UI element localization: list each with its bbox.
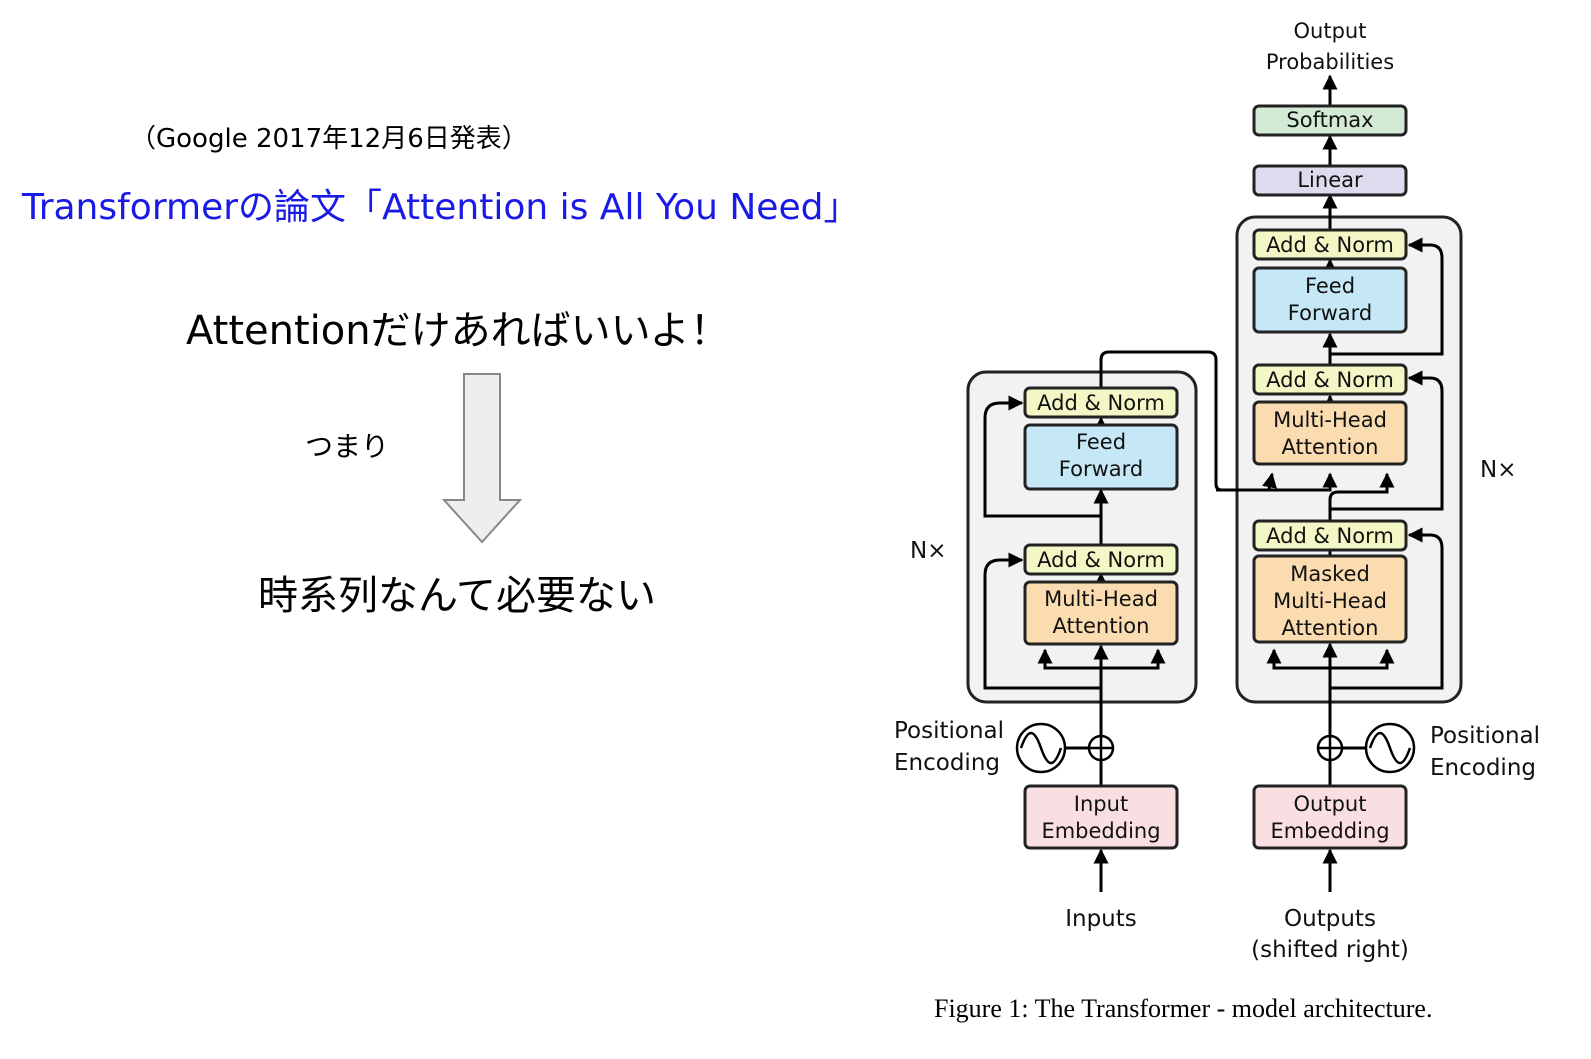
enc-multi-head	[1023, 580, 1179, 646]
inputs-label: Inputs	[1065, 906, 1137, 932]
softmax-label: Softmax	[1286, 108, 1373, 132]
multi-head-label: Multi-Head	[1273, 408, 1387, 432]
dec-multi-head	[1252, 400, 1408, 466]
connector-text: つまり	[305, 430, 390, 463]
multi-head-label: Attention	[1282, 435, 1379, 459]
feed-forward-label: Feed	[1076, 430, 1126, 454]
output-embedding-box	[1252, 784, 1408, 850]
positional-encoding-label: Positional	[1430, 723, 1540, 749]
positional-encoding-label: Encoding	[894, 750, 1000, 776]
dec-add-norm-2	[1252, 363, 1408, 396]
multi-head-label: Attention	[1053, 614, 1150, 638]
paper-title: Transformerの論文「Attention is All You Need…	[22, 187, 860, 228]
output-probabilities-label: Probabilities	[1266, 50, 1394, 74]
conclusion: 時系列なんて必要ない	[258, 573, 656, 619]
dec-masked-attention	[1252, 554, 1408, 644]
encoder-stack	[966, 370, 1198, 704]
headline: Attentionだけあればいいよ！	[186, 308, 730, 354]
dec-add-norm-1	[1252, 519, 1408, 552]
add-norm-label: Add & Norm	[1266, 524, 1394, 548]
figure-caption: Figure 1: The Transformer - model archit…	[934, 994, 1433, 1023]
sine-wave-icon	[1364, 722, 1416, 774]
feed-forward-label: Feed	[1305, 274, 1355, 298]
output-embedding-label: Embedding	[1270, 819, 1389, 843]
decoder-nx-label: N×	[1480, 457, 1516, 483]
enc-feed-forward	[1023, 423, 1179, 491]
linear-label: Linear	[1297, 168, 1363, 192]
input-embedding-box	[1023, 784, 1179, 850]
dec-add-norm-3	[1252, 228, 1408, 261]
multi-head-label: Multi-Head	[1044, 587, 1158, 611]
decoder-add-icon	[1316, 734, 1344, 762]
add-norm-label: Add & Norm	[1266, 233, 1394, 257]
softmax-box	[1252, 104, 1408, 137]
positional-encoding-label: Encoding	[1430, 755, 1536, 781]
input-embedding-label: Input	[1074, 792, 1128, 816]
outputs-label: Outputs	[1284, 906, 1376, 932]
encoder-nx-label: N×	[910, 538, 946, 564]
transformer-diagram: Output Probabilities Softmax Linear Add …	[894, 19, 1540, 963]
dec-feed-forward	[1252, 266, 1408, 334]
input-embedding-label: Embedding	[1041, 819, 1160, 843]
down-arrow-icon	[441, 373, 523, 544]
masked-attention-label: Multi-Head	[1273, 589, 1387, 613]
positional-encoding-label: Positional	[894, 718, 1004, 744]
output-embedding-label: Output	[1294, 792, 1367, 816]
output-probabilities-label: Output	[1294, 19, 1367, 43]
add-norm-label: Add & Norm	[1266, 368, 1394, 392]
add-norm-label: Add & Norm	[1037, 391, 1165, 415]
masked-attention-label: Masked	[1290, 562, 1370, 586]
outputs-label: (shifted right)	[1251, 937, 1409, 963]
linear-box	[1252, 164, 1408, 197]
date-note: （Google 2017年12月6日発表）	[130, 124, 528, 154]
enc-add-norm-2	[1023, 386, 1179, 419]
encoder-add-icon	[1087, 734, 1115, 762]
add-norm-label: Add & Norm	[1037, 548, 1165, 572]
feed-forward-label: Forward	[1059, 457, 1143, 481]
sine-wave-icon	[1015, 722, 1067, 774]
feed-forward-label: Forward	[1288, 301, 1372, 325]
masked-attention-label: Attention	[1282, 616, 1379, 640]
enc-add-norm-1	[1023, 543, 1179, 576]
